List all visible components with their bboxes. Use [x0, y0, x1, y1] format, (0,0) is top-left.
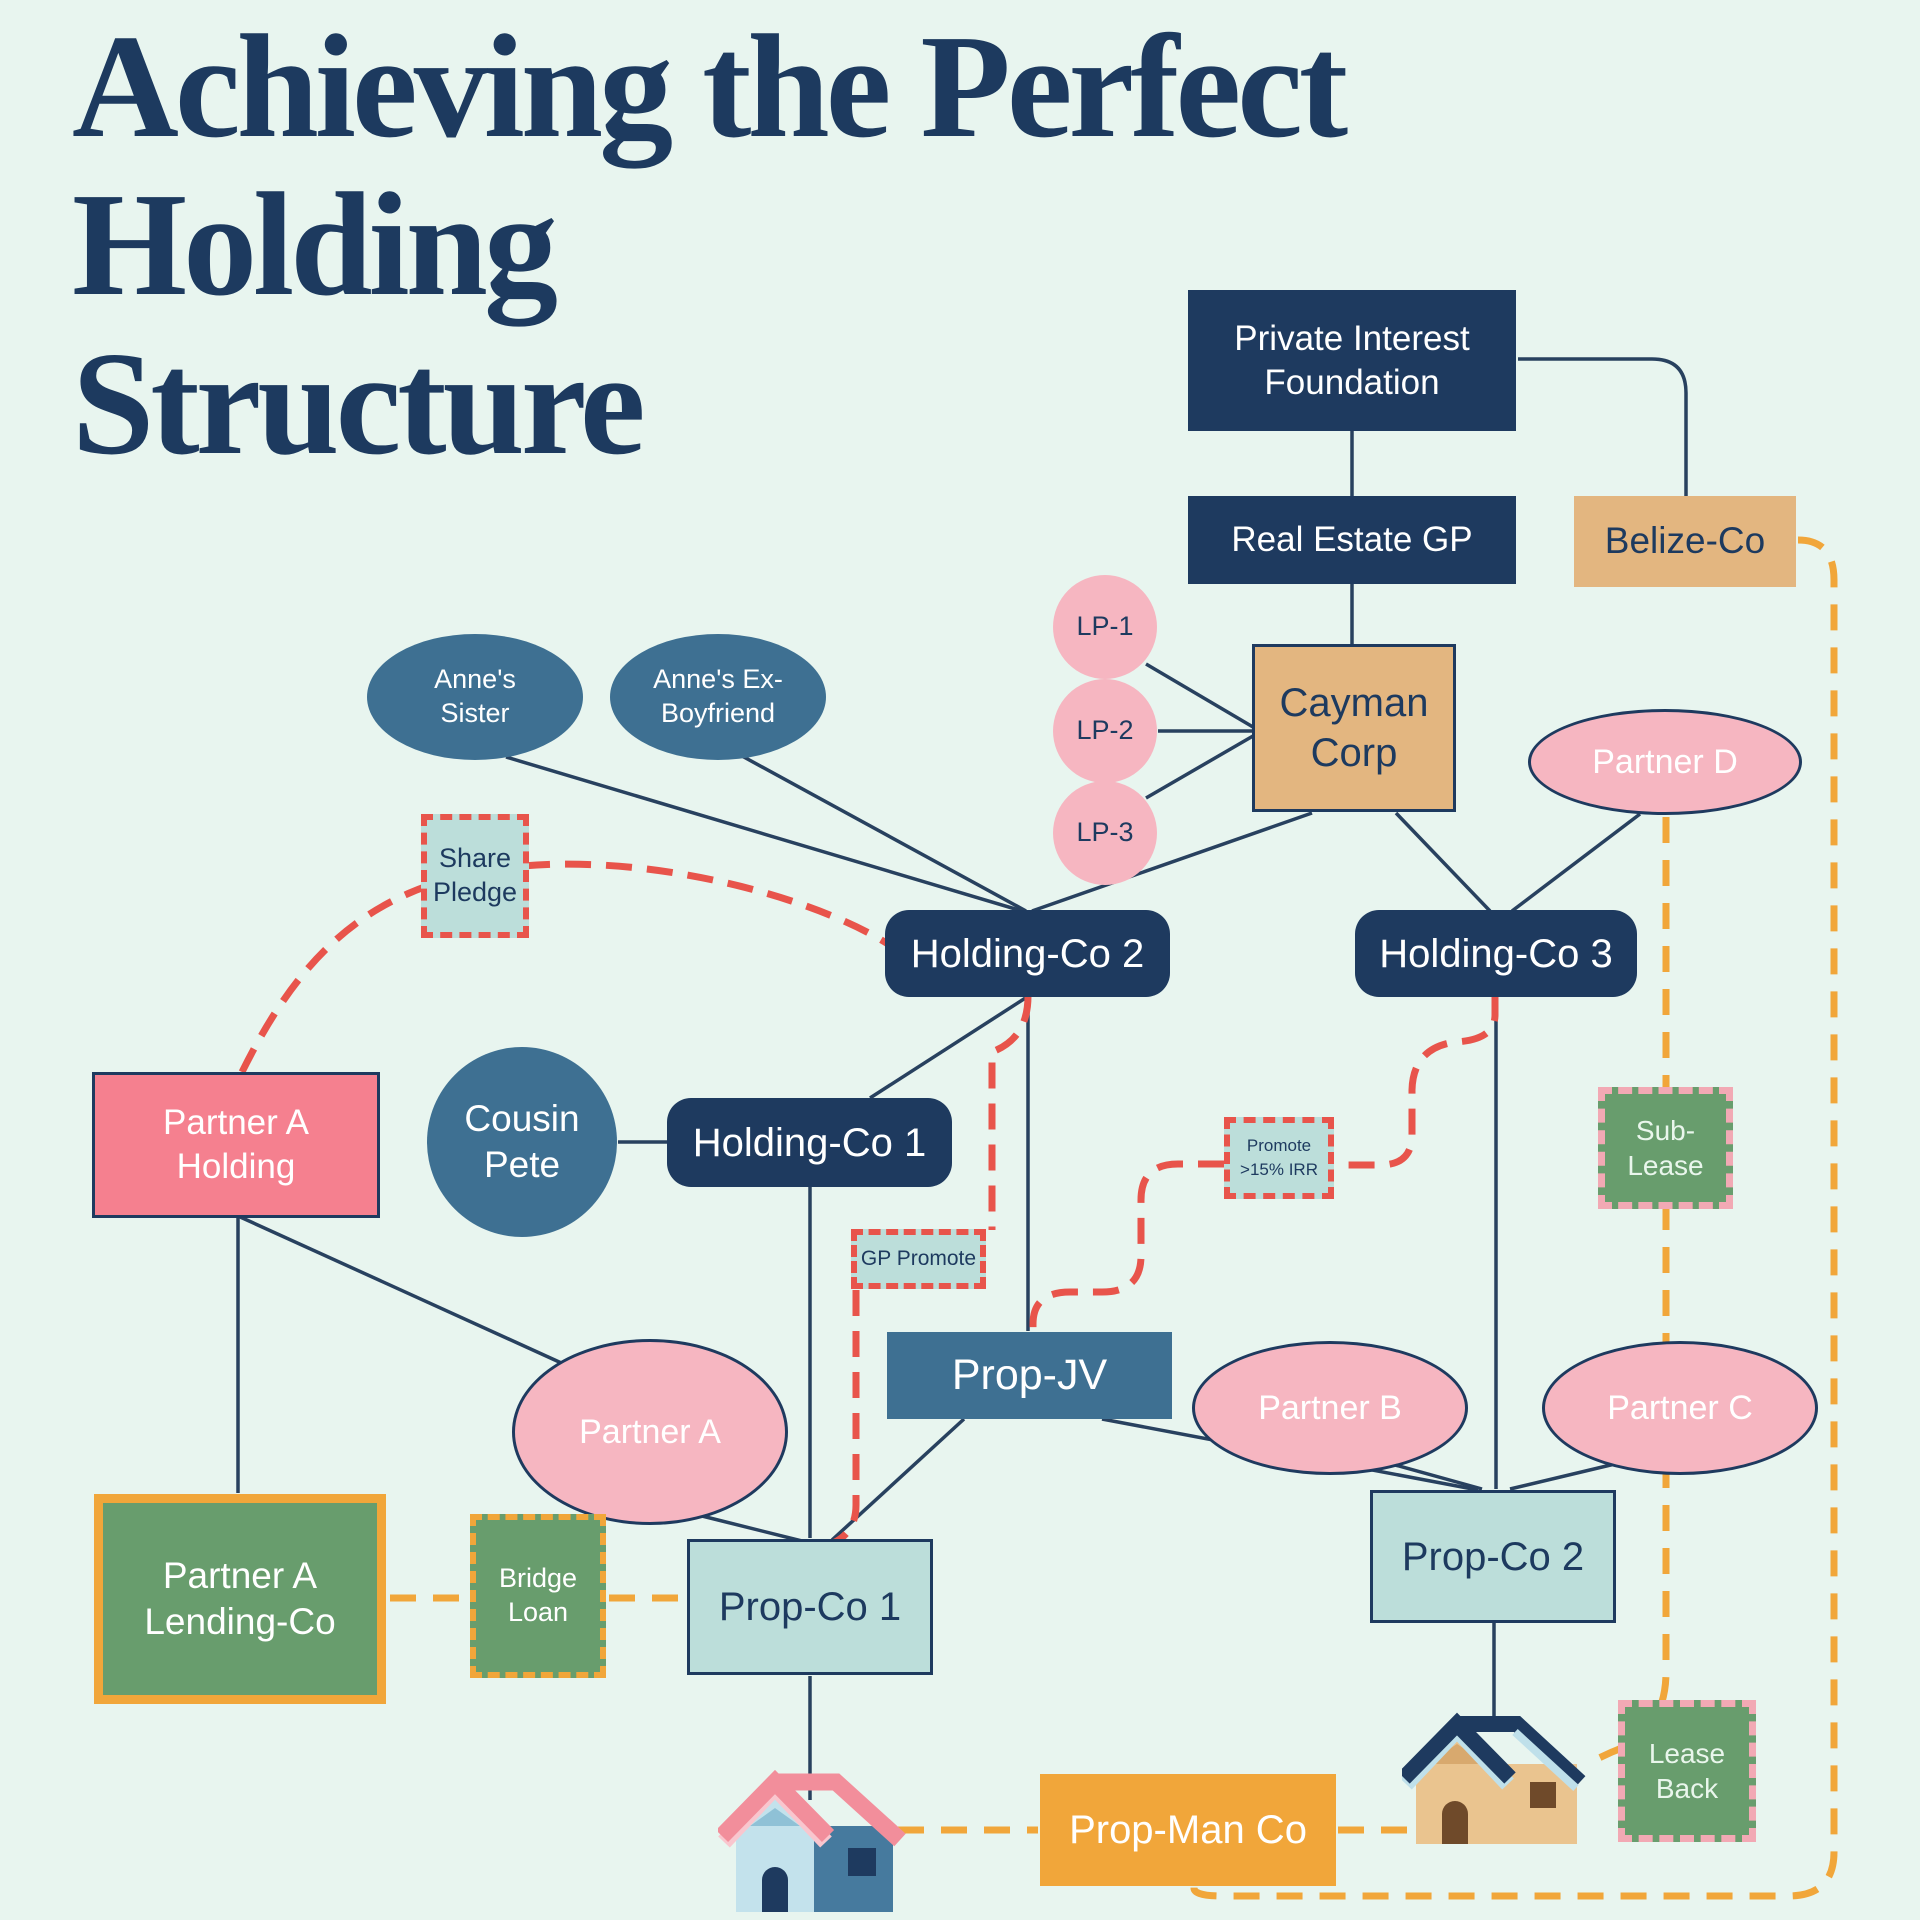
edge-belize-propman-leaseback — [1190, 536, 1838, 1900]
edge-hc2-hc1 — [869, 995, 1028, 1100]
edge-partnerd-hc3 — [1510, 812, 1642, 913]
node-cayman-corp: Cayman Corp — [1252, 644, 1456, 812]
node-prop-jv: Prop-JV — [887, 1332, 1172, 1419]
node-holding-co-1: Holding-Co 1 — [667, 1098, 952, 1187]
node-partner-a: Partner A — [512, 1339, 788, 1525]
node-holding-co-2: Holding-Co 2 — [885, 910, 1170, 997]
node-promote-irr: Promote >15% IRR — [1224, 1117, 1334, 1199]
edge-lp3-cayman — [1145, 734, 1254, 800]
edge-pif-belize — [1518, 357, 1688, 496]
node-real-estate-gp: Real Estate GP — [1188, 496, 1516, 584]
node-lp-2: LP-2 — [1053, 679, 1157, 783]
edge-sister-hc2 — [505, 755, 1023, 913]
edge-sharepledge-curve — [238, 860, 890, 1074]
ownership-edges — [236, 357, 1688, 1800]
node-partner-c: Partner C — [1542, 1341, 1818, 1475]
edge-cayman-hc2 — [1031, 811, 1313, 913]
node-gp-promote: GP Promote — [851, 1229, 986, 1289]
node-sub-lease: Sub-Lease — [1598, 1087, 1733, 1209]
edge-ex-hc2 — [741, 754, 1027, 913]
title-line-1: Achieving the Perfect — [72, 5, 1348, 169]
edge-pah-partnera — [237, 1214, 569, 1368]
node-bridge-loan: Bridge Loan — [470, 1514, 606, 1678]
edge-promoteirr-propjv — [1029, 1160, 1224, 1334]
edge-lp1-cayman — [1145, 662, 1254, 729]
edge-propjv-propco1 — [830, 1417, 966, 1542]
page-title: Achieving the Perfect Holding Structure — [72, 5, 1348, 486]
edge-hc3-promoteirr — [1334, 995, 1499, 1169]
edge-gppromote-propco1 — [817, 1290, 860, 1552]
house-icon-1 — [718, 1769, 906, 1912]
node-partner-a-holding: Partner A Holding — [92, 1072, 380, 1218]
node-prop-man-co: Prop-Man Co — [1040, 1774, 1336, 1886]
node-prop-co-2: Prop-Co 2 — [1370, 1490, 1616, 1623]
house-icon-2 — [1402, 1712, 1586, 1844]
node-prop-co-1: Prop-Co 1 — [687, 1539, 933, 1675]
title-line-2: Holding — [72, 163, 558, 328]
node-annes-sister: Anne's Sister — [367, 634, 583, 760]
node-lp-3: LP-3 — [1053, 781, 1157, 885]
node-private-interest-foundation: Private Interest Foundation — [1188, 290, 1516, 431]
node-partner-b: Partner B — [1192, 1341, 1468, 1475]
node-cousin-pete: Cousin Pete — [427, 1047, 617, 1237]
node-partner-a-lending-co: Partner A Lending-Co — [94, 1494, 386, 1704]
edge-partnera-propco1 — [701, 1514, 807, 1544]
title-line-3: Structure — [72, 321, 646, 486]
node-share-pledge: Share Pledge — [421, 814, 529, 938]
edge-cayman-hc3 — [1394, 811, 1492, 913]
node-lease-back: Lease Back — [1618, 1700, 1756, 1842]
edge-hc2-gppromote — [988, 995, 1032, 1230]
node-partner-d: Partner D — [1528, 709, 1802, 815]
node-annes-ex-boyfriend: Anne's Ex-Boyfriend — [610, 634, 826, 760]
node-holding-co-3: Holding-Co 3 — [1355, 910, 1637, 997]
node-belize-co: Belize-Co — [1574, 496, 1796, 587]
node-lp-1: LP-1 — [1053, 575, 1157, 679]
